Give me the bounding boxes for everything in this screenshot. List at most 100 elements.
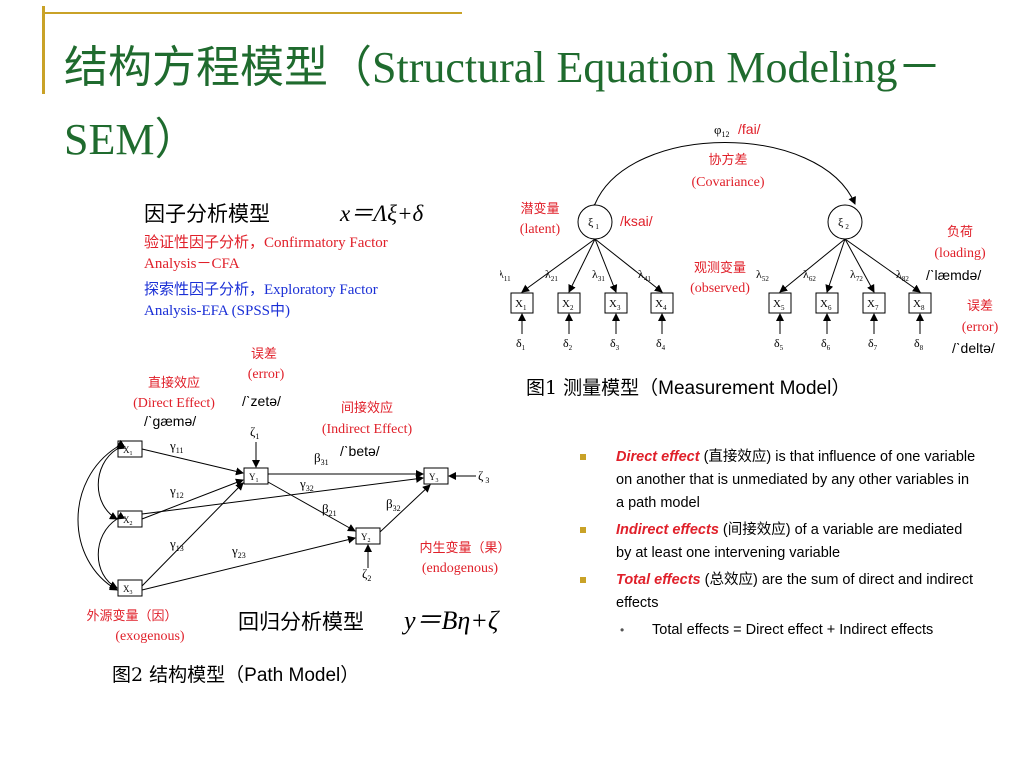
indicator-label: X3 (609, 298, 621, 312)
svg-text:β21: β21 (322, 501, 337, 518)
endogenous-label-cn: 内生变量（果） (419, 540, 510, 556)
loading-path (568, 238, 596, 293)
svg-text:ζ1: ζ1 (250, 424, 259, 441)
bullet-marker-icon (580, 527, 586, 533)
loading-path (779, 238, 846, 293)
lambda-label: λ52 (756, 267, 769, 283)
indicator-label: X8 (913, 298, 925, 312)
svg-text:γ23: γ23 (231, 543, 246, 560)
delta-label: δ1 (516, 336, 526, 352)
loading-path (844, 238, 921, 293)
delta-label: δ2 (563, 336, 573, 352)
latent-xi1 (577, 204, 613, 240)
covariance-arc (588, 142, 856, 213)
corner-decoration-horizontal (42, 12, 462, 14)
zeta-error-label-en: (error) (248, 367, 285, 382)
delta-label: δ5 (774, 336, 784, 352)
zeta-pronunciation: /ˋzetə/ (242, 393, 281, 409)
error-label-en: (error) (962, 320, 999, 335)
efa-line-1: 探索性因子分析，Exploratory Factor (144, 280, 378, 298)
covariance-pronunciation: /fai/ (738, 121, 761, 137)
svg-text:β31: β31 (314, 450, 329, 467)
indicator-label: X6 (820, 298, 832, 312)
exogenous-label-en: (exogenous) (115, 629, 185, 644)
direct-effect-label-cn: 直接效应 (148, 375, 200, 391)
svg-text:ζ2: ζ2 (362, 566, 371, 583)
xi-pronunciation: /ksai/ (620, 213, 653, 229)
endogenous-label-en: (endogenous) (422, 561, 499, 576)
indicator-label: X2 (562, 298, 574, 312)
lambda-label: λ21 (545, 267, 558, 283)
delta-label: δ3 (610, 336, 620, 352)
sub-bullet-marker-icon: • (620, 623, 625, 637)
delta-pronunciation: /ˋdeltə/ (952, 340, 995, 356)
efa-line-2: Analysis-EFA (SPSS中) (144, 303, 291, 319)
latent-label-en: (latent) (520, 222, 561, 237)
beta-pronunciation: /ˋbetə/ (340, 443, 380, 459)
slide-title: 结构方程模型（Structural Equation Modeling－SEM） (64, 42, 942, 165)
observed-label-en: (observed) (690, 281, 750, 296)
cfa-line-2: Analysis－CFA (144, 256, 240, 272)
delta-label: δ6 (821, 336, 831, 352)
corner-decoration-vertical (42, 6, 45, 94)
delta-label: δ8 (914, 336, 924, 352)
covariance-label-cn: 协方差 (708, 152, 747, 168)
cfa-line-1: 验证性因子分析，Confirmatory Factor (144, 233, 388, 251)
lambda-label: λ31 (592, 267, 605, 283)
lambda-label: λ11 (500, 267, 511, 283)
lambda-label: λ82 (896, 267, 909, 283)
indirect-effect-label-en: (Indirect Effect) (322, 422, 413, 437)
covariance-symbol: φ12 (714, 122, 730, 139)
indicator-label: X7 (867, 298, 879, 312)
path-model-caption: 图2 结构模型（Path Model） (112, 664, 360, 686)
svg-text:Y1: Y1 (249, 472, 259, 484)
svg-text:X3: X3 (123, 584, 133, 596)
svg-text:X1: X1 (123, 445, 133, 457)
bullet-indirect-effects: Indirect effects (间接效应) of a variable ar… (580, 519, 980, 565)
svg-text:Y3: Y3 (429, 472, 439, 484)
lambda-pronunciation: /ˋlæmdə/ (926, 267, 981, 283)
observed-label-cn: 观测变量 (694, 260, 746, 276)
indirect-effect-label-cn: 间接效应 (341, 400, 393, 416)
bullet-marker-icon (580, 577, 586, 583)
bullet-total-effects: Total effects (总效应) are the sum of direc… (580, 569, 980, 615)
svg-text:Y2: Y2 (361, 532, 371, 544)
exogenous-label-cn: 外源变量（因） (86, 608, 177, 624)
indicator-label: X5 (773, 298, 785, 312)
regression-heading: 回归分析模型 (238, 610, 364, 634)
bullet-direct-effect: Direct effect (直接效应) is that influence o… (580, 446, 980, 515)
svg-text:ζ3: ζ3 (478, 468, 489, 485)
covariance-label-en: (Covariance) (691, 175, 764, 190)
indicator-label: X1 (515, 298, 527, 312)
svg-text:γ32: γ32 (299, 476, 314, 493)
gamma-pronunciation: /ˋgæmə/ (144, 413, 196, 429)
path-model-diagram: 误差 (error) /ˋzetə/ 直接效应 (Direct Effect) … (77, 347, 511, 644)
svg-text:β32: β32 (386, 496, 401, 513)
lambda-label: λ62 (803, 267, 816, 283)
loading-path (594, 238, 663, 293)
svg-text:γ11: γ11 (169, 438, 183, 455)
indicator-label: X4 (655, 298, 667, 312)
error-label-cn: 误差 (967, 299, 993, 314)
loading-path (594, 238, 618, 293)
delta-label: δ7 (868, 336, 878, 352)
lambda-label: λ41 (638, 267, 651, 283)
regression-equation: y＝Bη+ζ (404, 606, 499, 635)
svg-text:γ12: γ12 (169, 483, 184, 500)
measurement-caption: 图1 测量模型（Measurement Model） (526, 377, 851, 399)
sub-bullet-total-effects-formula: •Total effects = Direct effect + Indirec… (580, 619, 980, 642)
effects-bullet-list: Direct effect (直接效应) is that influence o… (580, 446, 980, 646)
zeta-error-label-cn: 误差 (251, 347, 277, 362)
loading-label-en: (loading) (934, 246, 986, 261)
loading-path (825, 238, 846, 293)
lambda-label: λ72 (850, 267, 863, 283)
svg-text:γ13: γ13 (169, 536, 184, 553)
factor-model-equation: x＝Λξ+δ (340, 201, 424, 226)
latent-xi2 (827, 204, 863, 240)
loading-label-cn: 负荷 (947, 225, 973, 240)
factor-model-heading: 因子分析模型 (144, 202, 270, 226)
latent-label-cn: 潜变量 (520, 201, 559, 217)
